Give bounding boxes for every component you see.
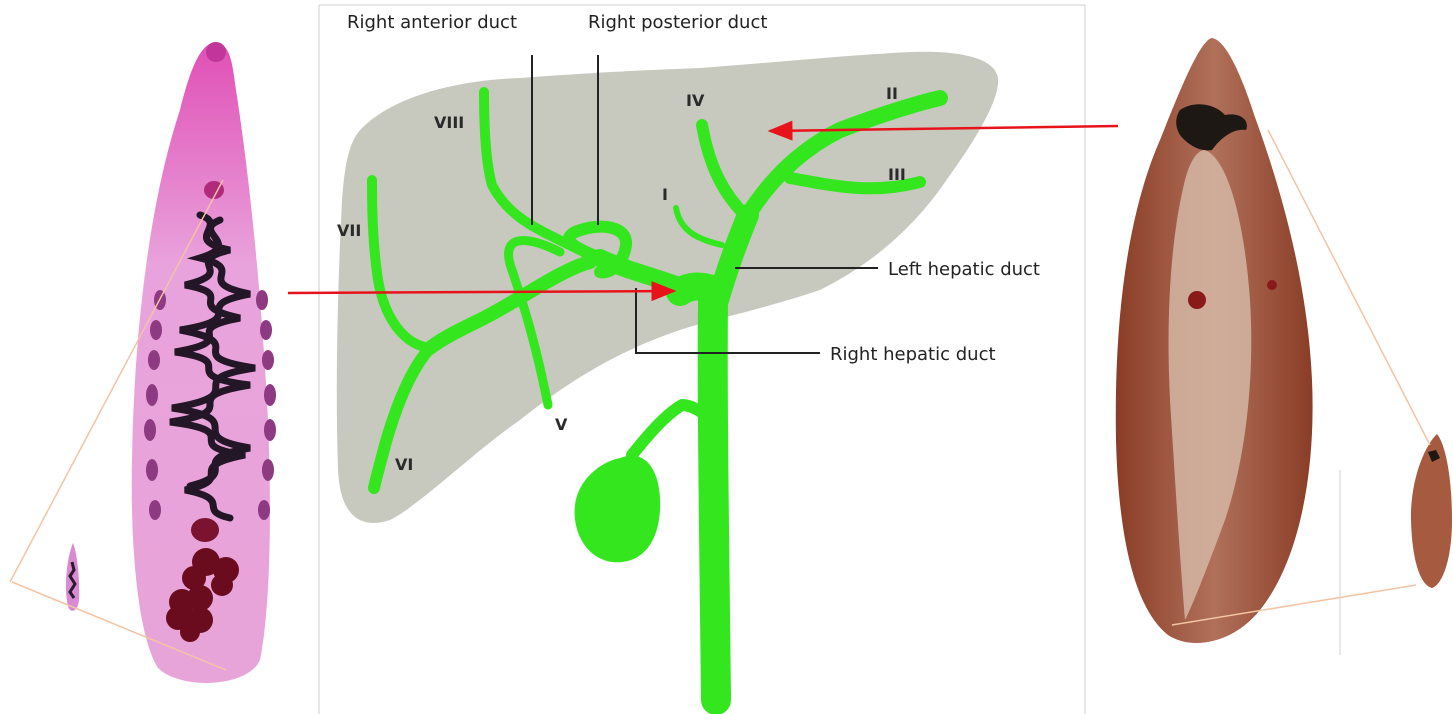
common-bile-duct bbox=[713, 300, 716, 700]
clonorchis-small bbox=[66, 543, 79, 611]
clonorchis-specimen bbox=[10, 42, 276, 683]
ovary bbox=[191, 518, 219, 542]
label-right-hepatic-duct: Right hepatic duct bbox=[830, 344, 996, 365]
segment-label-VI: VI bbox=[395, 455, 413, 474]
segment-label-I: I bbox=[662, 185, 668, 204]
label-left-hepatic-duct: Left hepatic duct bbox=[888, 259, 1040, 280]
segment-label-V: V bbox=[555, 415, 568, 434]
biliary-diagram: I II III IV V VI VII VIII Right anterior… bbox=[319, 5, 1085, 714]
segment-label-VIII: VIII bbox=[434, 113, 464, 132]
label-right-anterior-duct: Right anterior duct bbox=[347, 12, 517, 33]
segment-label-IV: IV bbox=[686, 91, 705, 110]
segment-label-VII: VII bbox=[337, 221, 361, 240]
label-right-posterior-duct: Right posterior duct bbox=[588, 12, 767, 33]
oral-sucker bbox=[206, 42, 226, 62]
gallbladder bbox=[575, 456, 661, 563]
fasciola-ventral-sucker bbox=[1188, 291, 1206, 309]
segment-label-III: III bbox=[888, 165, 906, 184]
fasciola-specimen bbox=[1116, 38, 1452, 655]
segment-label-II: II bbox=[886, 84, 898, 103]
